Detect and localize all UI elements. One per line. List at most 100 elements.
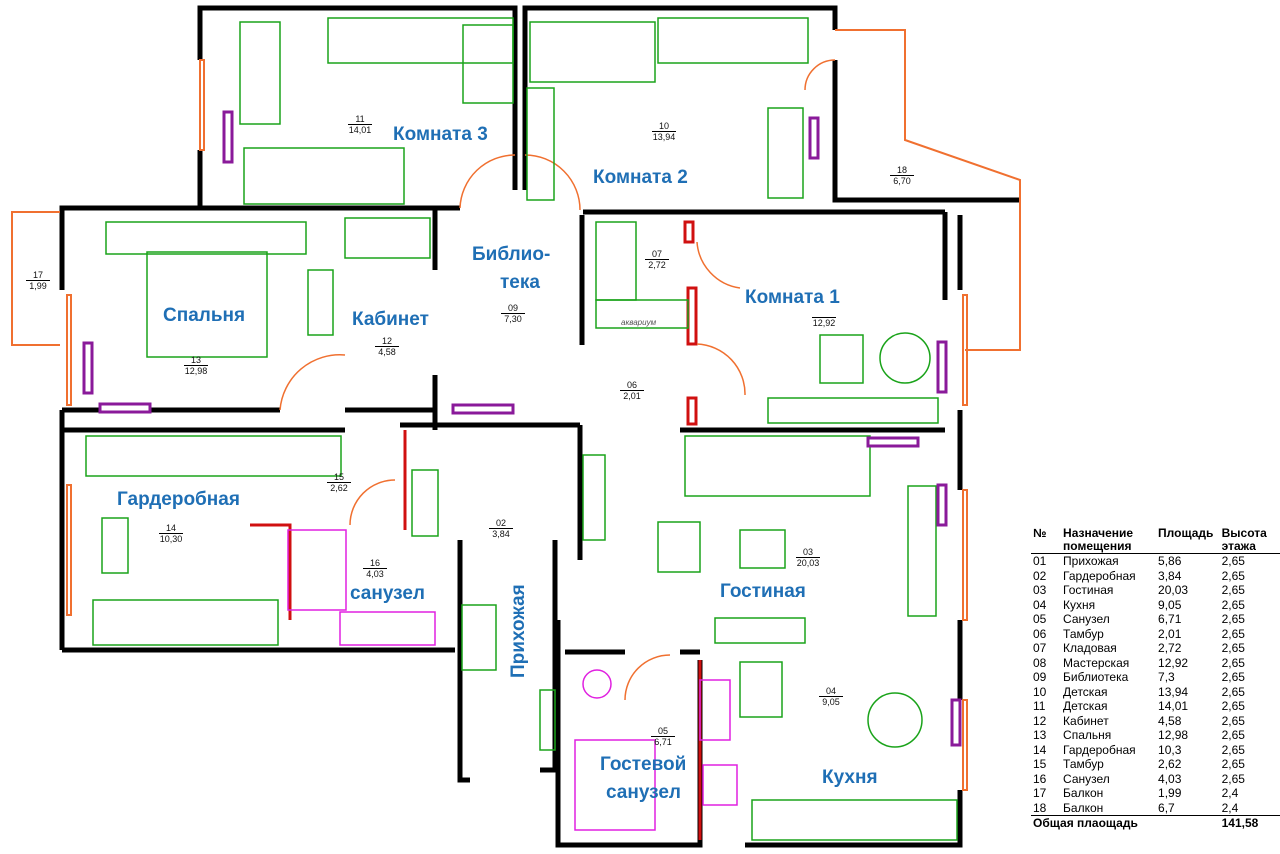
legend-cell-height: 2,65 — [1221, 655, 1245, 670]
legend-cell-height: 2,65 — [1221, 728, 1245, 742]
balconies — [11, 29, 1021, 791]
room-label-kabinet: Кабинет — [352, 309, 429, 330]
legend-row: 14 Гардеробная 10,3 2,65 — [1031, 743, 1280, 758]
legend-cell-height: 2,65 — [1221, 568, 1245, 583]
legend-cell-height: 2,65 — [1221, 612, 1245, 626]
legend-cell-area: 2,62 — [1158, 757, 1182, 771]
legend-cell-purpose: Мастерская — [1063, 655, 1130, 670]
aquarium-label: аквариум — [621, 318, 657, 327]
legend-cell-purpose: Балкон — [1063, 786, 1104, 800]
room-label-biblioteka-1: Библио- — [472, 244, 551, 265]
room-label-spalnya: Спальня — [163, 305, 246, 326]
legend-cell-number: 01 — [1033, 554, 1047, 568]
legend-row: 07 Кладовая 2,72 2,65 — [1031, 641, 1280, 656]
header-number: № — [1033, 526, 1047, 540]
legend-cell-area: 9,05 — [1158, 597, 1182, 612]
red-partitions — [250, 220, 702, 840]
room-label-kuhnya: Кухня — [822, 767, 878, 788]
legend-cell-area: 12,98 — [1158, 728, 1189, 742]
legend-cell-area: 12,92 — [1158, 655, 1189, 670]
legend-header-row: № Назначение помещения Площадь Высота эт… — [1031, 527, 1280, 554]
legend-cell-height: 2,65 — [1221, 684, 1245, 699]
legend-cell-purpose: Прихожая — [1063, 554, 1119, 568]
legend-cell-height: 2,65 — [1221, 742, 1245, 757]
legend-cell-height: 2,65 — [1221, 583, 1245, 597]
legend-cell-purpose: Тамбур — [1063, 757, 1104, 771]
legend-cell-area: 4,03 — [1158, 771, 1182, 786]
legend-row: 04 Кухня 9,05 2,65 — [1031, 598, 1280, 613]
legend-cell-number: 02 — [1033, 568, 1047, 583]
legend-row: 08 Мастерская 12,92 2,65 — [1031, 656, 1280, 671]
area-marker: 12,92 — [812, 317, 836, 328]
legend-cell-height: 2,65 — [1221, 641, 1245, 655]
legend-cell-number: 14 — [1033, 742, 1047, 757]
total-label: Общая плаощадь — [1033, 816, 1138, 830]
legend-cell-number: 09 — [1033, 670, 1047, 684]
legend-cell-number: 13 — [1033, 728, 1047, 742]
legend-cell-number: 12 — [1033, 713, 1047, 728]
legend-cell-height: 2,65 — [1221, 713, 1245, 728]
legend-cell-area: 4,58 — [1158, 713, 1182, 728]
legend-cell-purpose: Детская — [1063, 699, 1108, 713]
legend-cell-purpose: Гостиная — [1063, 583, 1114, 597]
legend-cell-area: 1,99 — [1158, 786, 1182, 800]
legend-cell-height: 2,4 — [1221, 800, 1239, 815]
legend-cell-purpose: Гардеробная — [1063, 568, 1136, 583]
room-label-biblioteka-2: тека — [500, 272, 540, 293]
header-purpose: Назначение помещения — [1063, 526, 1134, 553]
legend-cell-height: 2,65 — [1221, 626, 1245, 641]
legend-cell-purpose: Санузел — [1063, 771, 1110, 786]
legend-cell-area: 5,86 — [1158, 554, 1182, 568]
legend-cell-height: 2,4 — [1221, 786, 1239, 800]
room-label-komnata-2: Комната 2 — [593, 167, 688, 188]
legend-cell-number: 04 — [1033, 597, 1047, 612]
doors — [279, 59, 836, 701]
legend-total-row: Общая плаощадь 141,58 — [1031, 815, 1280, 831]
legend-cell-area: 6,7 — [1158, 800, 1175, 815]
legend-cell-number: 08 — [1033, 655, 1047, 670]
legend-cell-height: 2,65 — [1221, 597, 1245, 612]
legend-cell-purpose: Гардеробная — [1063, 742, 1136, 757]
room-label-komnata-3: Комната 3 — [393, 124, 488, 145]
legend-cell-area: 14,01 — [1158, 699, 1189, 713]
legend-cell-area: 13,94 — [1158, 684, 1189, 699]
walls — [59, 5, 1020, 848]
legend-cell-number: 15 — [1033, 757, 1047, 771]
legend-cell-height: 2,65 — [1221, 757, 1245, 771]
room-label-sanuzel: санузел — [350, 583, 425, 604]
legend-cell-purpose: Библиотека — [1063, 670, 1129, 684]
legend-cell-number: 07 — [1033, 641, 1047, 655]
legend-cell-area: 2,72 — [1158, 641, 1182, 655]
radiators — [82, 110, 962, 747]
legend-cell-number: 06 — [1033, 626, 1047, 641]
legend-cell-area: 10,3 — [1158, 742, 1182, 757]
legend-cell-purpose: Кухня — [1063, 597, 1096, 612]
legend-cell-purpose: Кладовая — [1063, 641, 1117, 655]
room-legend-table: № Назначение помещения Площадь Высота эт… — [1031, 527, 1280, 831]
room-label-gostinaya: Гостиная — [720, 581, 806, 602]
